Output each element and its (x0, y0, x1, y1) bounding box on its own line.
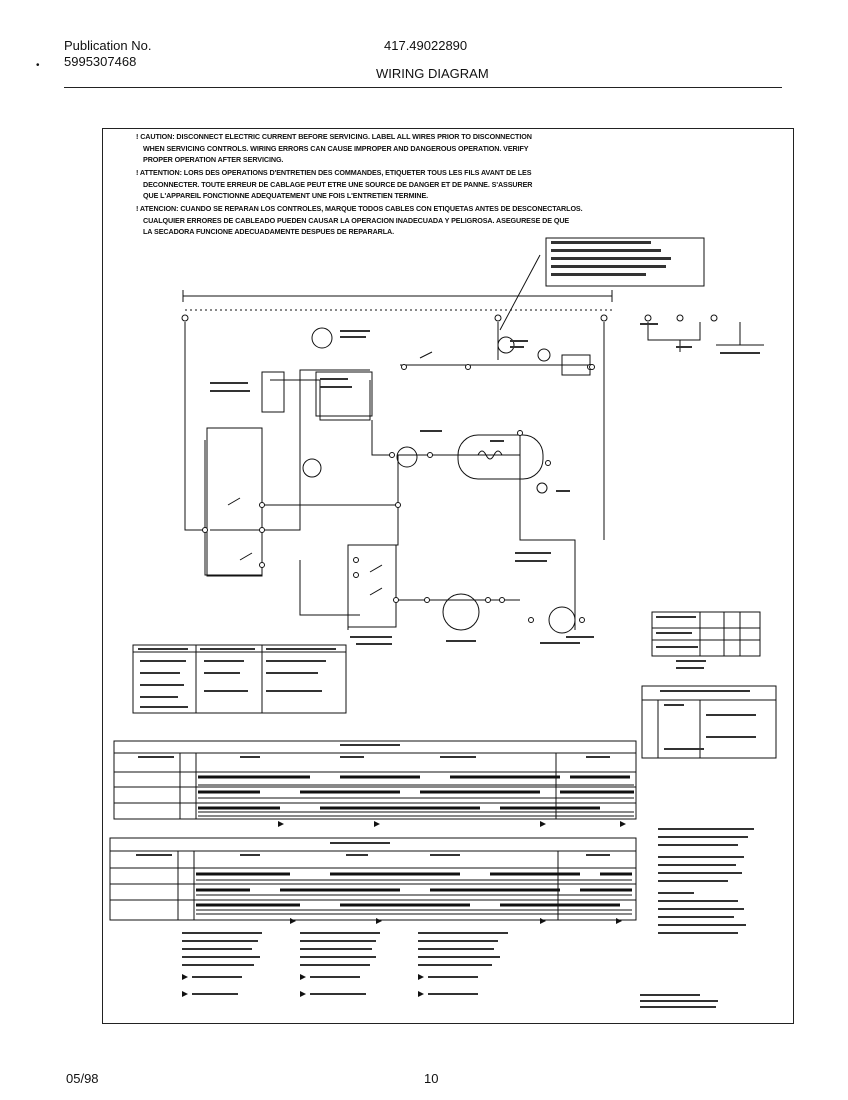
wire (347, 505, 399, 630)
symbol-legend-grid (642, 699, 776, 758)
caution-french: ! ATTENTION: LORS DES OPERATIONS D'ENTRE… (136, 167, 533, 202)
wire (204, 440, 263, 576)
caution-line: ! ATENCION: CUANDO SE REPARAN LOS CONTRO… (136, 204, 583, 213)
illegible-labels (136, 241, 760, 1008)
wire (184, 322, 205, 531)
timing-thin-lines-1 (198, 784, 634, 817)
document-title: WIRING DIAGRAM (376, 66, 489, 81)
wire (270, 379, 371, 421)
terminal-symbol (536, 482, 548, 494)
timing-bars-2 (196, 872, 632, 907)
timing-bars-1 (198, 775, 634, 810)
arrow-markers (182, 821, 626, 997)
rating-grid (652, 612, 760, 656)
publication-label: Publication No. (64, 38, 152, 53)
header-rule (64, 87, 782, 88)
heater-coil (477, 450, 503, 460)
publication-number: 5995307468 (64, 54, 137, 69)
timer-chart-2 (109, 837, 637, 921)
note-box (545, 237, 705, 287)
rating-table (651, 611, 761, 657)
symbol-legend-box (641, 685, 777, 759)
timing-thin-lines-2 (196, 879, 632, 915)
wire (299, 560, 360, 616)
wire (210, 369, 370, 531)
caution-spanish: ! ATENCION: CUANDO SE REPARAN LOS CONTRO… (136, 203, 583, 238)
switch-contact (227, 351, 433, 596)
wire (262, 454, 520, 506)
lamp-symbol (311, 327, 333, 349)
wire (519, 430, 576, 630)
caution-line: LA SECADORA FUNCIONE ADECUADAMENTE DESPU… (143, 227, 395, 236)
caution-line: DECONNECTER. TOUTE ERREUR DE CABLAGE PEU… (143, 179, 533, 189)
buzzer-symbol (302, 458, 322, 478)
caution-line: CUALQUIER ERRORES DE CABLEADO PUEDEN CAU… (143, 215, 570, 225)
timer-chart-1-grid (114, 752, 636, 819)
bus-bracket-ends (182, 290, 613, 302)
motor-symbol (396, 446, 418, 468)
caution-line: ! CAUTION: DISCONNECT ELECTRIC CURRENT B… (136, 132, 532, 141)
caution-line: WHEN SERVICING CONTROLS. WIRING ERRORS C… (143, 143, 529, 153)
caution-line: QUE L'APPAREIL FONCTIONNE ADEQUATEMENT U… (143, 191, 429, 200)
heater-housing (457, 434, 544, 480)
component-box (206, 427, 263, 577)
wire (497, 322, 605, 540)
model-number: 417.49022890 (384, 38, 468, 53)
legend-grid (133, 645, 346, 713)
drive-motor-symbol (442, 593, 480, 631)
timer-box (315, 371, 373, 417)
diagram-frame (102, 128, 794, 1024)
switch-box (347, 544, 397, 628)
caution-english: ! CAUTION: DISCONNECT ELECTRIC CURRENT B… (136, 131, 532, 166)
footer-date: 05/98 (66, 1071, 99, 1086)
note-leader (499, 254, 541, 331)
timer-chart-1 (113, 740, 637, 820)
legend-table (132, 644, 347, 714)
page-number: 10 (424, 1071, 439, 1086)
component-box (261, 371, 285, 413)
caution-line: PROPER OPERATION AFTER SERVICING. (143, 155, 284, 164)
wire (371, 420, 392, 456)
terminal-symbol (497, 336, 515, 354)
caution-line: ! ATTENTION: LORS DES OPERATIONS D'ENTRE… (136, 168, 532, 177)
fan-symbol (548, 606, 576, 634)
timer-chart-2-grid (110, 850, 636, 920)
ground-network (647, 322, 764, 352)
terminal-symbol (537, 348, 551, 362)
scan-speck: • (36, 60, 40, 71)
